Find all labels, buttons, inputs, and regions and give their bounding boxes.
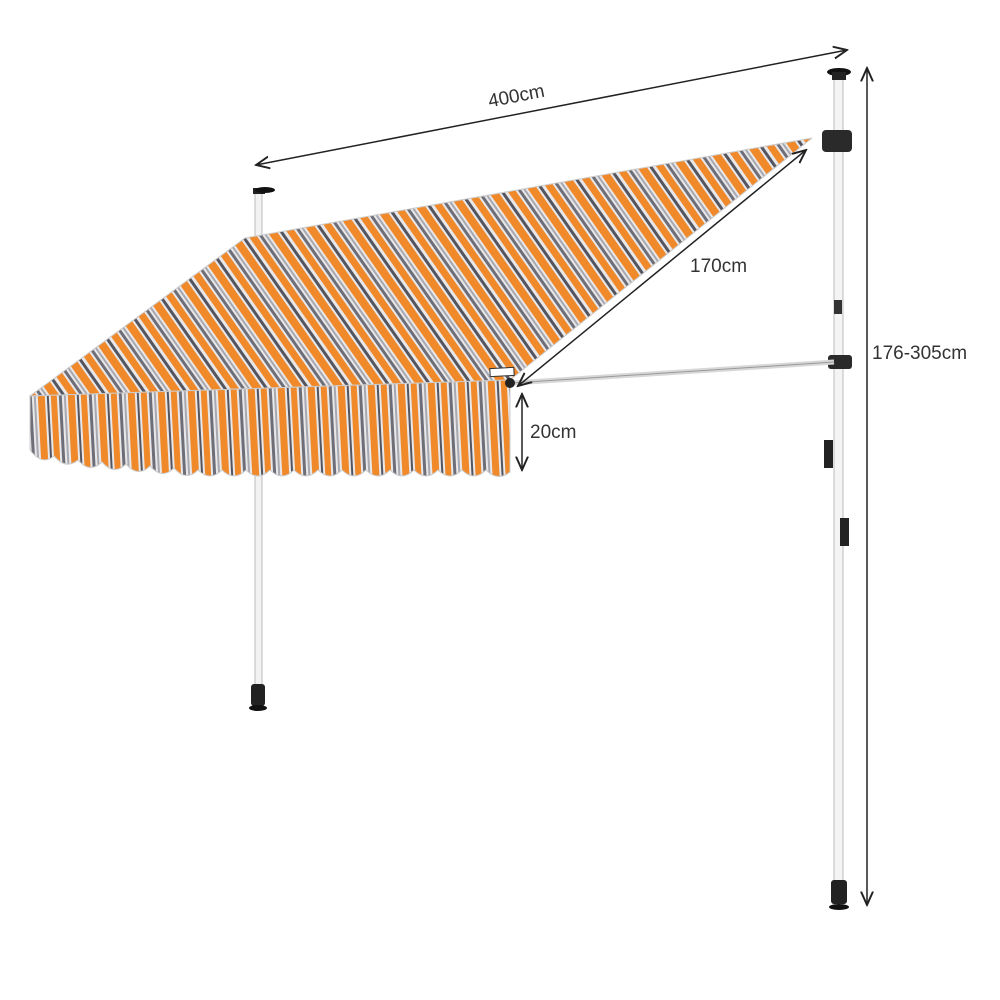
depth-dimension-line xyxy=(518,150,806,386)
width-dimension-line xyxy=(256,50,847,165)
valance-label: 20cm xyxy=(530,422,577,443)
height-label: 176-305cm xyxy=(872,343,968,364)
depth-label: 170cm xyxy=(690,256,748,277)
right-pole xyxy=(822,68,852,910)
awning-valance xyxy=(29,379,511,477)
